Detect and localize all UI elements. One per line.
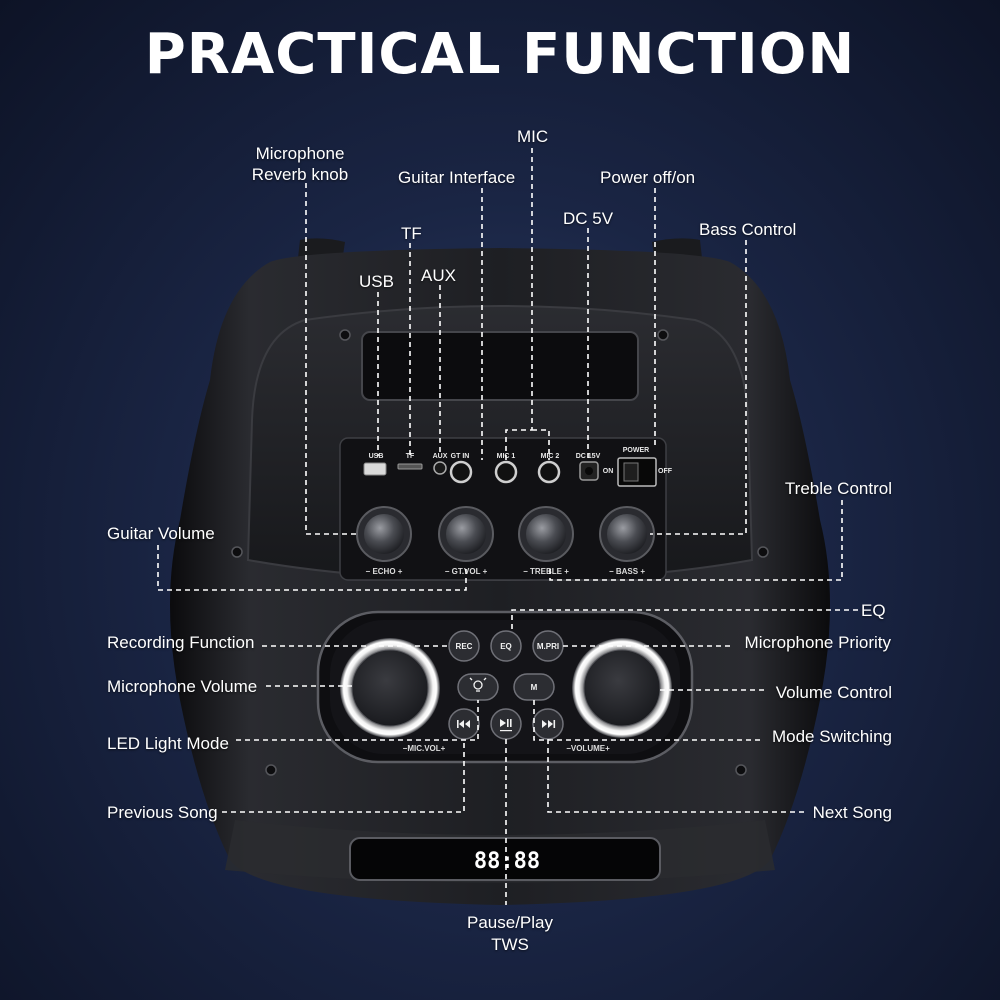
mic-priority-button[interactable]: M.PRI <box>532 630 564 662</box>
mic-priority-label: Microphone Priority <box>744 633 891 652</box>
volume-label: −VOLUME+ <box>566 744 610 753</box>
mode-button[interactable]: M <box>513 673 555 701</box>
aux-jack[interactable] <box>433 461 447 475</box>
next-button[interactable] <box>532 708 564 740</box>
rec-button[interactable]: REC <box>448 630 480 662</box>
power-switch-label: POWER <box>623 447 649 454</box>
mic2-jack[interactable] <box>537 460 561 484</box>
dc-jack-hole <box>585 467 593 475</box>
mic-reverb-label-line2: Reverb knob <box>251 165 349 184</box>
tf-label: TF <box>401 224 422 243</box>
treble-knob[interactable] <box>518 506 574 562</box>
gt-in-label: GT IN <box>451 453 470 460</box>
screws <box>231 329 769 776</box>
callout-lines <box>157 148 858 905</box>
mic-reverb-label: Microphone Reverb knob <box>232 143 368 185</box>
usb-port[interactable] <box>363 462 387 476</box>
guitar-jack[interactable] <box>449 460 473 484</box>
next-song-label: Next Song <box>812 803 892 822</box>
usb-label: USB <box>359 272 394 291</box>
bass-knob-label: − BASS + <box>609 567 645 576</box>
handle-slot <box>361 331 639 401</box>
volume-knob[interactable] <box>572 638 672 738</box>
led-display: 88:88 <box>474 849 540 874</box>
bass-knob[interactable] <box>599 506 655 562</box>
usb-port-label: USB <box>369 453 384 460</box>
power-label: Power off/on <box>600 168 696 187</box>
mic-label: MIC <box>517 127 549 146</box>
led-mode-button[interactable] <box>457 673 499 701</box>
power-on-label: ON <box>603 468 614 475</box>
bulb-icon <box>469 677 487 692</box>
mode-button-label: M <box>531 683 538 692</box>
dc5v-label: DC 5V <box>563 209 614 228</box>
play-pause-icon <box>500 719 512 732</box>
play-pause-button[interactable] <box>490 708 522 740</box>
tf-slot-label: TF <box>406 453 415 460</box>
guitar-volume-label: Guitar Volume <box>107 524 215 543</box>
led-mode-label: LED Light Mode <box>107 734 229 753</box>
tf-slot[interactable] <box>397 463 423 470</box>
power-switch-rocker <box>623 462 639 482</box>
tws-label: TWS <box>491 935 529 954</box>
recording-function-label: Recording Function <box>107 633 255 652</box>
mic-volume-label: Microphone Volume <box>107 677 258 696</box>
page-title: PRACTICAL FUNCTION <box>144 22 856 87</box>
mic-vol-label: −MIC.VOL+ <box>403 744 446 753</box>
echo-knob-label: − ECHO + <box>366 567 403 576</box>
aux-label: AUX <box>421 266 456 285</box>
mic2-label: MIC 2 <box>541 453 560 460</box>
power-off-label: OFF <box>658 468 673 475</box>
previous-song-label: Previous Song <box>107 803 218 822</box>
mic-reverb-label-line1: Microphone <box>255 144 345 163</box>
echo-knob[interactable] <box>356 506 412 562</box>
treble-knob-label: − TREBLE + <box>523 567 569 576</box>
mic-priority-button-label: M.PRI <box>537 642 559 651</box>
eq-label: EQ <box>861 601 886 620</box>
volume-control-label: Volume Control <box>775 683 892 702</box>
eq-button[interactable]: EQ <box>490 630 522 662</box>
treble-control-label: Treble Control <box>784 479 892 498</box>
eq-button-label: EQ <box>500 642 512 651</box>
display-strip <box>349 837 661 881</box>
previous-button[interactable] <box>448 708 480 740</box>
guitar-interface-label: Guitar Interface <box>398 168 516 187</box>
next-icon <box>542 720 556 728</box>
guitar-volume-knob[interactable] <box>438 506 494 562</box>
pause-play-label: Pause/Play <box>467 913 553 932</box>
bass-control-label: Bass Control <box>699 220 797 239</box>
mic-volume-knob[interactable] <box>340 638 440 738</box>
aux-port-label: AUX <box>433 453 448 460</box>
mic1-jack[interactable] <box>494 460 518 484</box>
previous-icon <box>457 720 470 728</box>
rec-button-label: REC <box>456 642 473 651</box>
mode-switching-label: Mode Switching <box>771 727 892 746</box>
